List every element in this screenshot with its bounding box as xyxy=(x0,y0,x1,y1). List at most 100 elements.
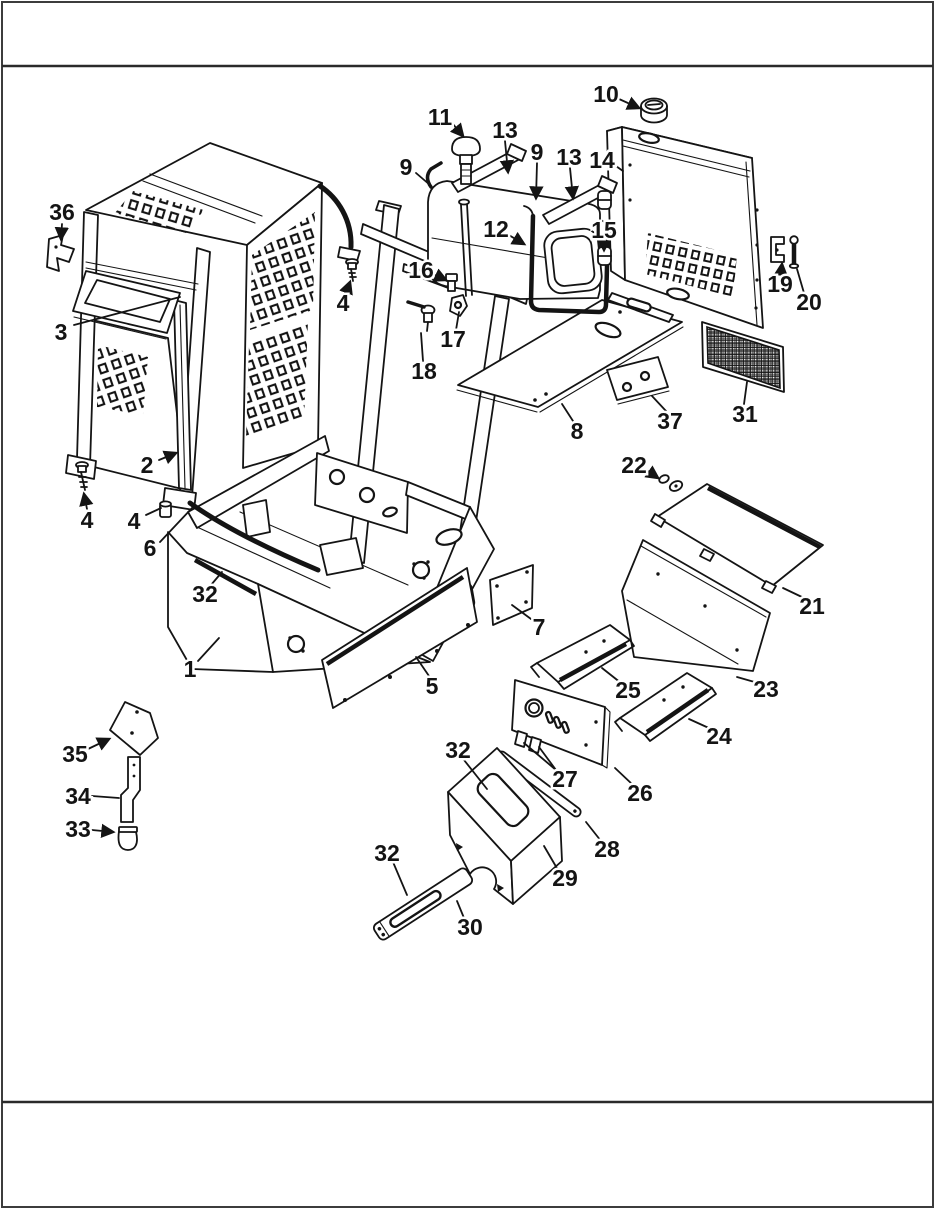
leader-line xyxy=(91,823,116,839)
support-bar xyxy=(607,292,674,323)
part-27-tabs xyxy=(514,730,542,754)
callout-4: 4 xyxy=(128,508,141,534)
part-26-dash-panel xyxy=(511,679,611,769)
leader-line xyxy=(614,767,634,786)
callout-11: 11 xyxy=(428,104,453,130)
leader-line xyxy=(159,507,193,543)
callout-34: 34 xyxy=(65,783,91,809)
leader-line xyxy=(339,279,353,296)
leader-line xyxy=(87,737,112,751)
callout-27: 27 xyxy=(552,766,578,792)
leader-line xyxy=(456,900,465,919)
callout-36: 36 xyxy=(49,199,75,225)
cab-corner-brace xyxy=(317,183,354,250)
part-16-17-18-fittings xyxy=(406,273,468,332)
part-25-channel xyxy=(530,624,635,690)
callout-32: 32 xyxy=(374,840,400,866)
door-perforations xyxy=(645,233,737,297)
callout-10: 10 xyxy=(593,81,619,107)
leader-line xyxy=(538,746,557,771)
callout-9: 9 xyxy=(400,154,413,180)
leader-line xyxy=(782,587,805,599)
leader-line xyxy=(455,311,460,331)
part-30-strip xyxy=(372,867,474,941)
callout-14: 14 xyxy=(589,147,615,173)
part-36-bracket xyxy=(46,234,75,272)
leader-line xyxy=(651,395,667,412)
leader-line xyxy=(79,491,94,510)
part-10-filler-cap xyxy=(640,97,668,124)
leader-line xyxy=(523,742,557,771)
leader-line xyxy=(432,268,449,282)
leader-line xyxy=(511,604,532,620)
leader-line xyxy=(145,507,162,516)
callout-30: 30 xyxy=(457,914,483,940)
leader-line xyxy=(506,231,527,246)
callout-21: 21 xyxy=(799,593,825,619)
leader-line xyxy=(561,403,574,422)
leader-line xyxy=(644,465,661,480)
part-5-front-panel xyxy=(321,567,478,709)
callout-25: 25 xyxy=(615,677,641,703)
callout-6: 6 xyxy=(144,535,157,561)
leader-line xyxy=(73,296,181,326)
leader-line xyxy=(463,759,488,790)
part-7-cover-plate xyxy=(489,564,534,626)
callout-26: 26 xyxy=(627,780,653,806)
callout-2: 2 xyxy=(141,452,154,478)
leader-line xyxy=(564,167,580,201)
part-31-grille-screen xyxy=(701,321,785,393)
callout-4: 4 xyxy=(81,507,94,533)
callout-12: 12 xyxy=(483,216,509,242)
part-2-rear-post xyxy=(173,299,192,491)
part-11-cap xyxy=(451,136,481,185)
callout-31: 31 xyxy=(732,401,758,427)
leader-line xyxy=(499,140,515,175)
leader-line xyxy=(743,381,748,405)
leader-line xyxy=(612,163,624,172)
callout-13: 13 xyxy=(492,117,518,143)
callout-3: 3 xyxy=(55,319,68,345)
leader-line xyxy=(618,96,642,110)
part-19-hinge-bracket xyxy=(770,236,785,263)
callout-1: 1 xyxy=(184,656,197,682)
part-32-wear-strip xyxy=(193,558,258,596)
leader-line xyxy=(736,676,759,684)
leader-line xyxy=(585,821,602,842)
callout-32: 32 xyxy=(192,581,218,607)
callout-4: 4 xyxy=(337,290,350,316)
callout-33: 33 xyxy=(65,816,91,842)
callout-7: 7 xyxy=(533,614,546,640)
leader-line xyxy=(688,718,712,730)
part-37-plate xyxy=(606,356,670,405)
callout-9: 9 xyxy=(531,139,544,165)
callout-23: 23 xyxy=(753,676,779,702)
callout-29: 29 xyxy=(552,865,578,891)
part-6-support-rod xyxy=(187,500,321,573)
leader-line xyxy=(197,637,220,662)
callout-5: 5 xyxy=(426,673,439,699)
leader-line xyxy=(415,656,430,677)
part-22-latch xyxy=(658,474,684,492)
part-20-hinge-pin xyxy=(788,235,800,269)
part-23-side-cover xyxy=(621,539,771,672)
callout-24: 24 xyxy=(706,723,732,749)
part-14-rear-door xyxy=(606,126,764,329)
callout-8: 8 xyxy=(571,418,584,444)
leader-line xyxy=(158,450,179,465)
part-35-gusset-plate xyxy=(109,701,159,756)
callout-22: 22 xyxy=(621,452,647,478)
leader-line xyxy=(210,571,223,586)
roof-perforations xyxy=(115,191,204,233)
callout-16: 16 xyxy=(408,257,434,283)
callout-15: 15 xyxy=(591,217,617,243)
callout-37: 37 xyxy=(657,408,683,434)
leader-line xyxy=(91,795,120,799)
leader-line xyxy=(420,332,424,362)
leader-line xyxy=(601,667,622,684)
callout-19: 19 xyxy=(767,271,793,297)
